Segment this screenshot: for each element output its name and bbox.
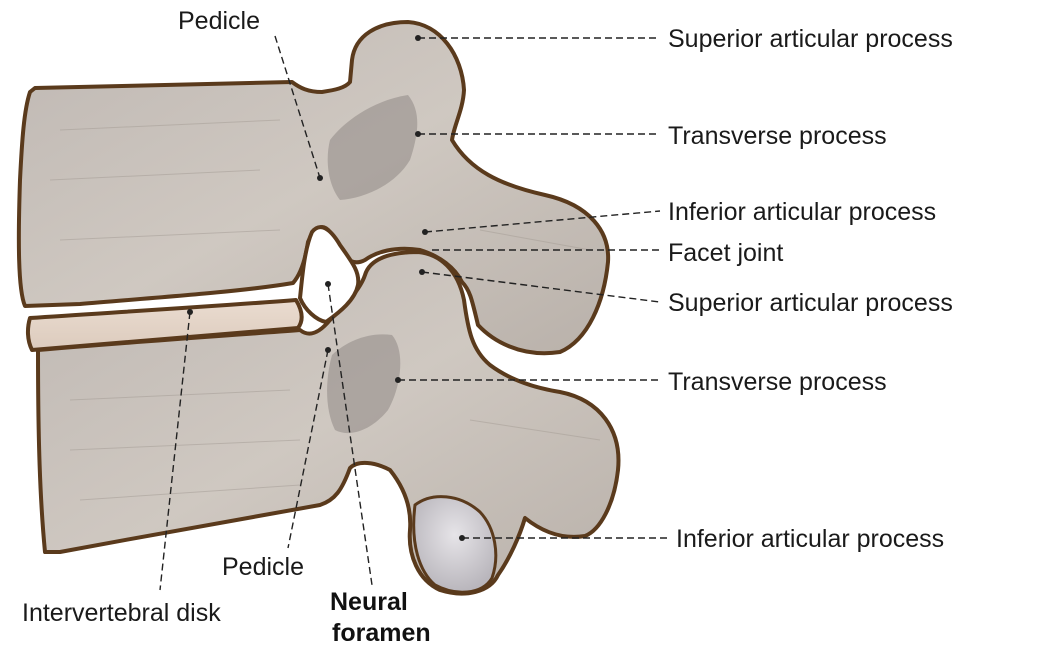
dot-intervertebral-disk <box>187 309 193 315</box>
label-neural-foramen-line2: foramen <box>332 619 431 647</box>
dot-superior-articular-2 <box>419 269 425 275</box>
label-neural-foramen-line1: Neural <box>330 588 408 616</box>
leader-neural-foramen <box>327 283 373 586</box>
label-pedicle-top: Pedicle <box>178 7 260 35</box>
leader-pedicle-top <box>274 35 321 179</box>
leader-inferior-articular-1 <box>424 210 661 233</box>
neural-foramen-opening <box>297 225 361 325</box>
label-transverse-process-1: Transverse process <box>668 122 887 150</box>
leader-intervertebral-disk <box>159 311 191 591</box>
leader-pedicle-bottom <box>287 349 329 549</box>
label-intervertebral-disk: Intervertebral disk <box>22 599 221 627</box>
label-inferior-articular-process-1: Inferior articular process <box>668 198 936 226</box>
bone-texture <box>49 119 601 501</box>
inferior-articular-cartilage <box>412 495 498 594</box>
leader-superior-articular-2 <box>421 271 661 303</box>
label-transverse-process-2: Transverse process <box>668 368 887 396</box>
upper-shadow <box>327 95 418 200</box>
dot-neural-foramen <box>325 281 331 287</box>
labels: Pedicle Superior articular process Trans… <box>22 7 953 647</box>
dot-inferior-articular-2 <box>459 535 465 541</box>
dot-transverse-1 <box>415 131 421 137</box>
label-superior-articular-process-2: Superior articular process <box>668 289 953 317</box>
label-facet-joint: Facet joint <box>668 239 783 267</box>
leader-lines <box>159 35 668 591</box>
label-pedicle-bottom: Pedicle <box>222 553 304 581</box>
dot-pedicle-top <box>317 175 323 181</box>
label-superior-articular-process-1: Superior articular process <box>668 25 953 53</box>
intervertebral-disk-shape <box>25 298 304 352</box>
dot-pedicle-bottom <box>325 347 331 353</box>
lower-shadow <box>327 334 401 434</box>
leader-dots <box>187 35 465 541</box>
dot-transverse-2 <box>395 377 401 383</box>
label-inferior-articular-process-2: Inferior articular process <box>676 525 944 553</box>
upper-vertebral-body <box>16 20 611 356</box>
dot-superior-articular-1 <box>415 35 421 41</box>
dot-inferior-articular-1 <box>422 229 428 235</box>
